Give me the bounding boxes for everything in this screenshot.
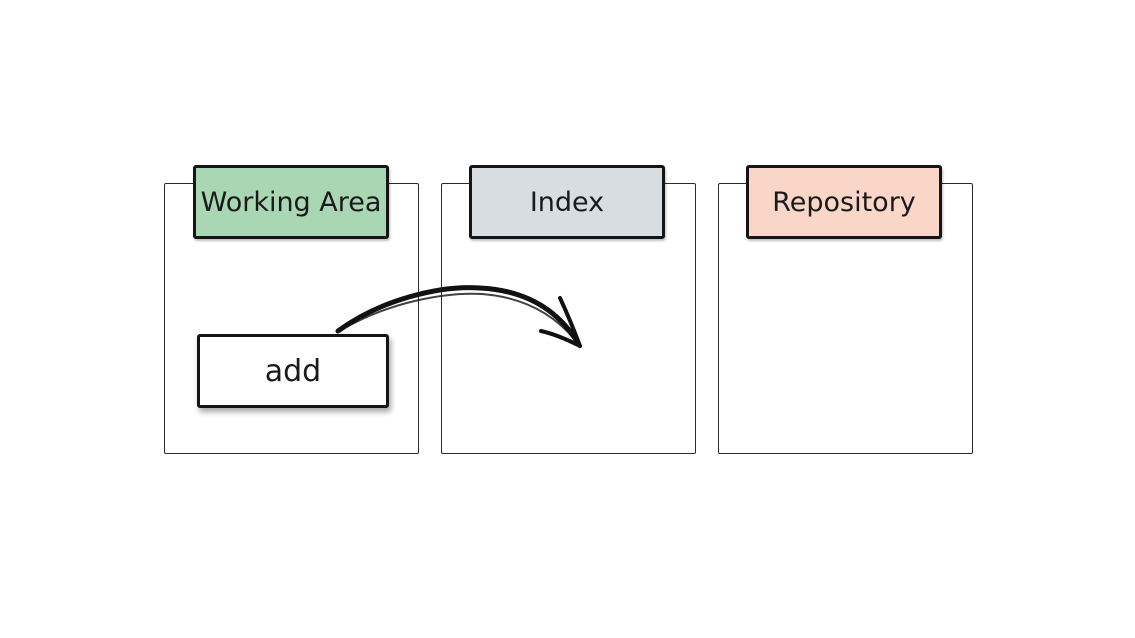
add-command-card: add [197,334,389,408]
working-area-label: Working Area [200,186,382,218]
index-label: Index [529,186,605,218]
index-label-tab: Index [469,165,665,239]
working-area-label-tab: Working Area [193,165,389,239]
repository-label: Repository [772,186,916,218]
add-command-label: add [264,353,322,389]
repository-label-tab: Repository [746,165,942,239]
